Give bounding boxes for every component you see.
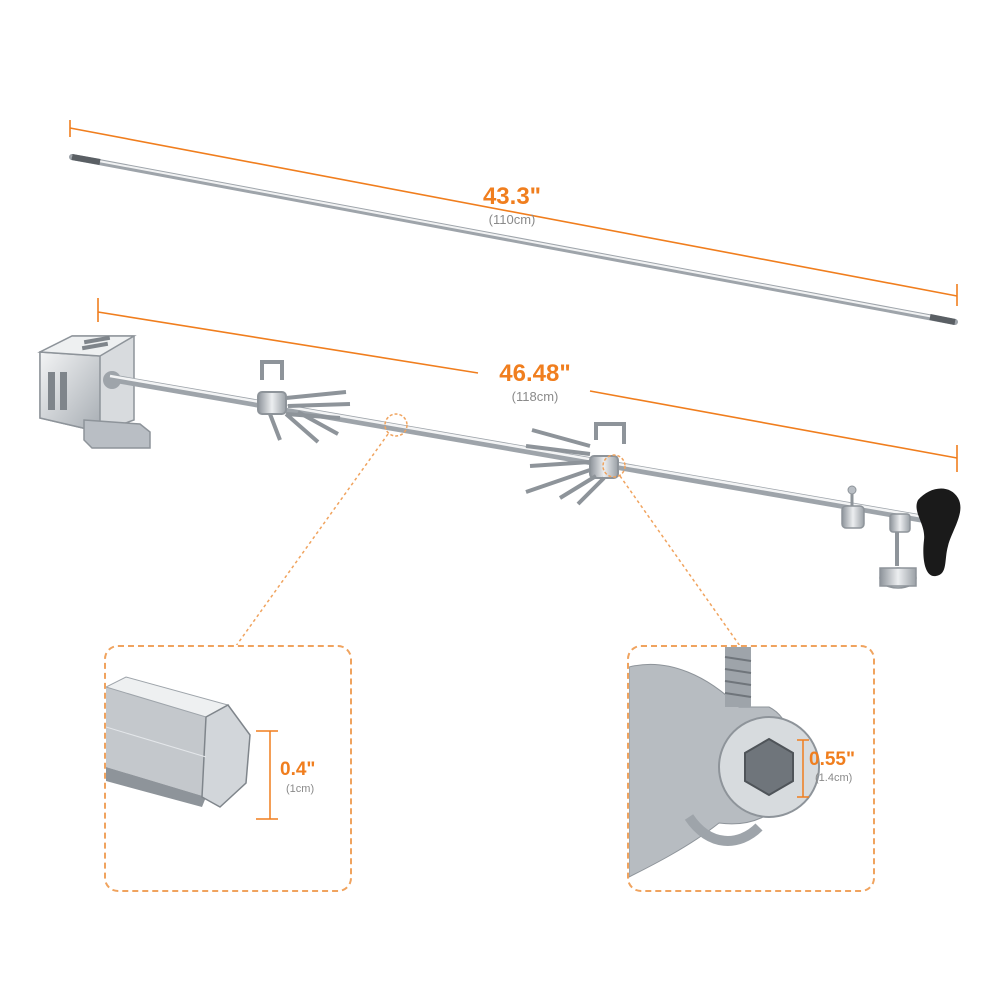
rod-width-imperial: 0.4" bbox=[280, 759, 316, 780]
spit-length-metric: (118cm) bbox=[511, 389, 559, 404]
left-focus-circle bbox=[384, 413, 408, 437]
spit-length-imperial: 46.48" bbox=[499, 360, 571, 387]
motor-housing bbox=[37, 335, 151, 449]
hex-rod-end-illustration bbox=[106, 676, 278, 820]
fork-bore-callout: 0.55" (1.4cm) bbox=[627, 645, 875, 892]
rod-dimension-line bbox=[69, 120, 958, 306]
rod-length-imperial: 43.3" bbox=[482, 183, 542, 210]
right-focus-circle bbox=[602, 454, 626, 478]
spit-rod bbox=[106, 374, 934, 524]
replacement-rod bbox=[69, 154, 958, 325]
rod-width-metric: (1cm) bbox=[286, 783, 315, 795]
bore-width-imperial: 0.55" bbox=[809, 749, 855, 770]
bore-width-metric: (1.4cm) bbox=[815, 772, 853, 784]
spit-dimension-line bbox=[97, 298, 958, 472]
left-meat-fork bbox=[257, 360, 351, 444]
rod-length-metric: (110cm) bbox=[488, 212, 536, 227]
right-leader-line bbox=[619, 475, 741, 647]
handle-assembly bbox=[841, 485, 961, 589]
left-leader-line bbox=[235, 433, 389, 647]
middle-meat-fork bbox=[525, 422, 626, 506]
rod-crosssection-callout: 0.4" (1cm) bbox=[104, 645, 352, 892]
fork-hex-bore-illustration bbox=[629, 647, 820, 878]
